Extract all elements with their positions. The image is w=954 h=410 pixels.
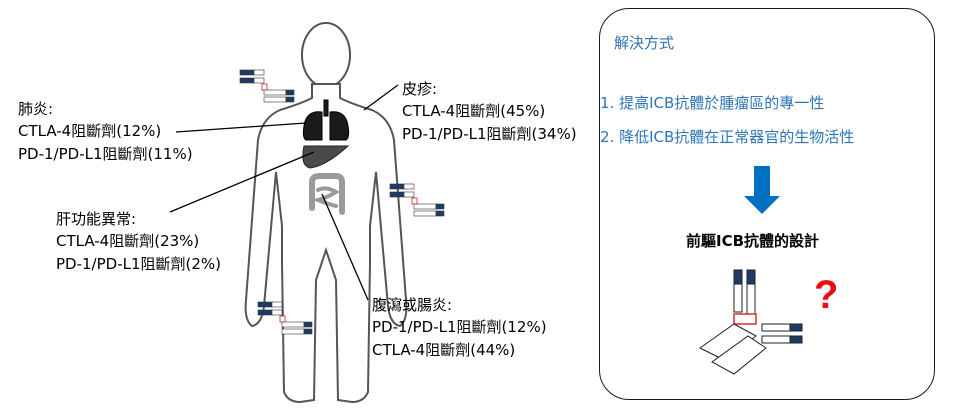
solution-item-1: 1. 提高ICB抗體於腫瘤區的專一性 bbox=[600, 94, 825, 112]
solution-title: 解決方式 bbox=[614, 34, 675, 52]
prodrug-design-label: 前驅ICB抗體的設計 bbox=[686, 232, 820, 250]
lung-title: 肺炎: bbox=[18, 100, 54, 118]
down-arrow-icon bbox=[744, 166, 780, 214]
lung-line-2: PD-1/PD-L1阻斷劑(11%) bbox=[18, 145, 193, 163]
liver-line-1: CTLA-4阻斷劑(23%) bbox=[56, 232, 200, 250]
skin-line-1: CTLA-4阻斷劑(45%) bbox=[402, 102, 546, 120]
liver-block: 肝功能異常: CTLA-4阻斷劑(23%) PD-1/PD-L1阻斷劑(2%) bbox=[56, 208, 221, 276]
intestine-organ bbox=[309, 173, 345, 215]
lung-block: 肺炎: CTLA-4阻斷劑(12%) PD-1/PD-L1阻斷劑(11%) bbox=[18, 98, 193, 166]
lung-line-1: CTLA-4阻斷劑(12%) bbox=[18, 122, 162, 140]
liver-line-2: PD-1/PD-L1阻斷劑(2%) bbox=[56, 255, 222, 273]
colitis-block: 腹瀉或腸炎: PD-1/PD-L1阻斷劑(12%) CTLA-4阻斷劑(44%) bbox=[372, 294, 547, 362]
skin-title: 皮疹: bbox=[402, 80, 438, 98]
skin-line-2: PD-1/PD-L1阻斷劑(34%) bbox=[402, 125, 577, 143]
antibody-icon bbox=[239, 69, 295, 103]
liver-title: 肝功能異常: bbox=[56, 210, 137, 228]
lungs-organ bbox=[302, 99, 350, 141]
colitis-title: 腹瀉或腸炎: bbox=[372, 296, 453, 314]
solution-item-2: 2. 降低ICB抗體在正常器官的生物活性 bbox=[600, 128, 855, 146]
colitis-line-1: PD-1/PD-L1阻斷劑(12%) bbox=[372, 318, 547, 336]
skin-block: 皮疹: CTLA-4阻斷劑(45%) PD-1/PD-L1阻斷劑(34%) bbox=[402, 78, 577, 146]
leader-lines bbox=[169, 84, 399, 301]
question-mark: ? bbox=[814, 273, 839, 317]
prodrug-antibody-icon bbox=[699, 269, 803, 375]
solution-panel: 解決方式 1. 提高ICB抗體於腫瘤區的專一性 2. 降低ICB抗體在正常器官的… bbox=[599, 8, 935, 400]
colitis-line-2: CTLA-4阻斷劑(44%) bbox=[372, 341, 516, 359]
